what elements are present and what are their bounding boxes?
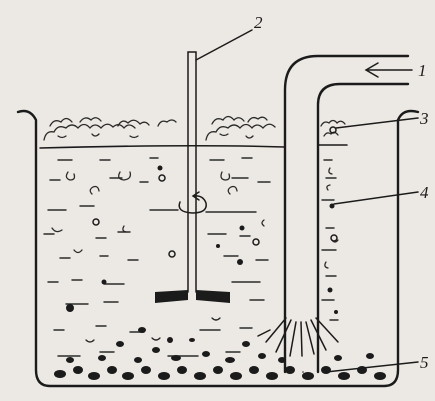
leader-lines	[195, 29, 419, 373]
sediment-layer	[54, 327, 386, 380]
liquid-body	[43, 157, 271, 357]
label-foam: 3	[419, 109, 429, 128]
label-liquid: 4	[420, 183, 429, 202]
tank-wall	[16, 109, 420, 388]
stirrer	[155, 51, 230, 303]
pipe-foam	[320, 119, 346, 137]
foam-layer	[43, 115, 276, 141]
pipe-liquid	[321, 159, 339, 321]
label-feed-pipe: 1	[418, 61, 427, 80]
stirrer-blade-right	[196, 290, 230, 303]
liquid-surface	[39, 144, 285, 149]
inflow-arrow-icon	[364, 62, 413, 78]
stirrer-blade-left	[155, 290, 188, 303]
rotation-arrow-icon	[178, 195, 207, 214]
feed-pipe	[283, 54, 410, 374]
discharge-jets	[257, 317, 339, 357]
label-stirrer: 2	[254, 13, 263, 32]
label-sediment: 5	[420, 353, 429, 372]
